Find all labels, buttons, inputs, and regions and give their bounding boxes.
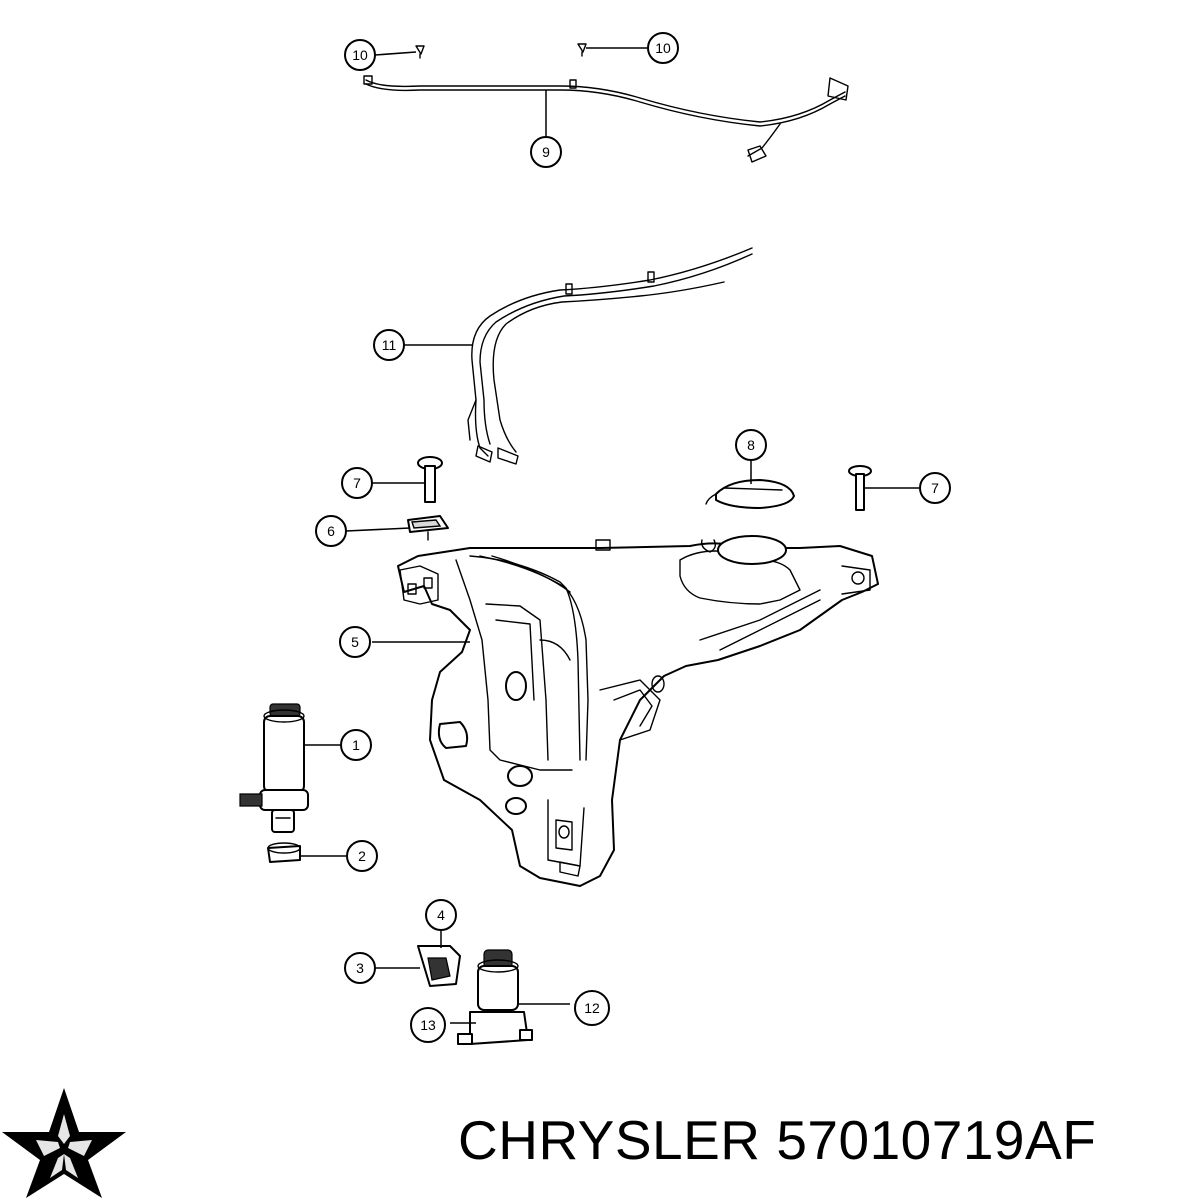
- svg-text:12: 12: [584, 1000, 600, 1016]
- part-3-level-sensor: [376, 945, 461, 987]
- callout-4: 4: [425, 899, 457, 931]
- part-1-washer-pump: [239, 703, 340, 833]
- callout-1: 1: [340, 729, 372, 761]
- part-10-clip-right: [577, 43, 587, 57]
- callout-5: 5: [339, 626, 371, 658]
- svg-text:2: 2: [358, 848, 366, 864]
- callout-7-right: 7: [919, 472, 951, 504]
- svg-text:11: 11: [382, 337, 397, 353]
- part-2-pump-grommet: [267, 842, 346, 863]
- part-7-screw-left: [372, 456, 443, 503]
- callout-9: 9: [530, 136, 562, 168]
- part-8-filler-cap: [705, 460, 795, 509]
- callout-3: 3: [344, 952, 376, 984]
- svg-text:10: 10: [352, 47, 368, 63]
- callout-11: 11: [373, 329, 405, 361]
- part-11-washer-hose: [404, 247, 753, 465]
- part-number: 57010719AF: [776, 1109, 1097, 1171]
- callout-6: 6: [315, 515, 347, 547]
- svg-text:5: 5: [351, 634, 359, 650]
- part-12-rear-washer-pump: [477, 949, 570, 1011]
- svg-text:7: 7: [931, 480, 939, 496]
- callout-10-left: 10: [344, 39, 376, 71]
- part-10-clip-left: [415, 45, 425, 59]
- svg-text:6: 6: [327, 523, 335, 539]
- svg-text:10: 10: [655, 40, 671, 56]
- part-13-pump-grommet: [450, 1011, 533, 1045]
- callout-8: 8: [735, 429, 767, 461]
- svg-text:1: 1: [352, 737, 360, 753]
- callout-7-left: 7: [341, 467, 373, 499]
- svg-text:13: 13: [420, 1017, 436, 1033]
- part-6-clip-nut: [345, 515, 449, 541]
- part-9-washer-hose: [363, 75, 849, 163]
- part-7-screw-right: [848, 465, 920, 511]
- callout-13: 13: [410, 1007, 446, 1043]
- svg-text:3: 3: [356, 960, 364, 976]
- chrysler-pentastar-icon: [2, 1088, 126, 1198]
- svg-text:9: 9: [542, 144, 550, 160]
- callout-10-right: 10: [647, 32, 679, 64]
- svg-text:4: 4: [437, 907, 445, 923]
- callout-2: 2: [346, 840, 378, 872]
- svg-text:8: 8: [747, 437, 755, 453]
- part-5-washer-reservoir: [372, 535, 879, 887]
- svg-text:7: 7: [353, 475, 361, 491]
- callout-12: 12: [574, 990, 610, 1026]
- brand-name: CHRYSLER: [458, 1109, 761, 1171]
- part-caption: CHRYSLER 57010719AF: [458, 1108, 1096, 1172]
